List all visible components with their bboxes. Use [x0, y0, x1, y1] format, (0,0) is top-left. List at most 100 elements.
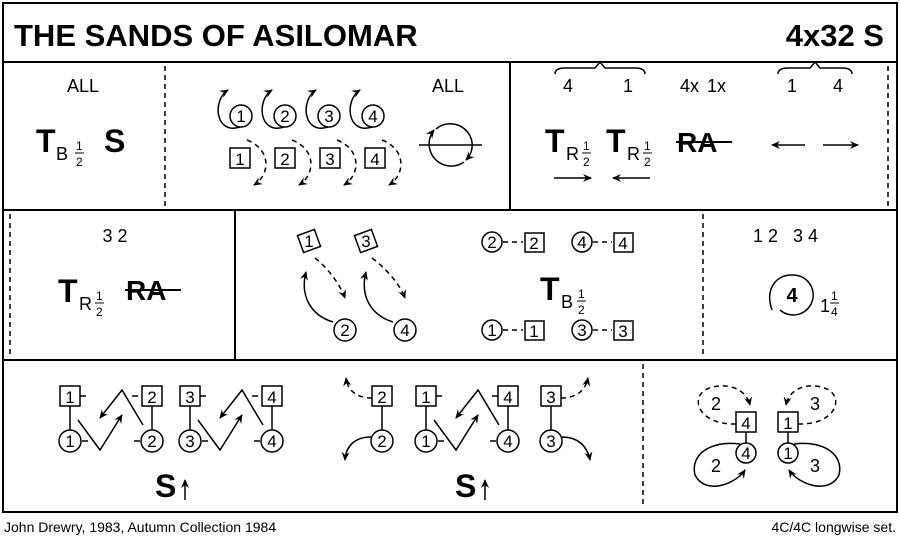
dance-title: THE SANDS OF ASILOMAR	[14, 18, 418, 53]
svg-text:2: 2	[377, 432, 386, 451]
svg-text:3: 3	[185, 432, 194, 451]
svg-text:4: 4	[503, 432, 512, 451]
dancer-woman: 4	[497, 385, 519, 407]
dancer-woman: 4	[735, 411, 757, 433]
dancer-woman: 2	[371, 385, 393, 407]
dancer-woman: 3	[179, 385, 201, 407]
dancer-man: 4	[735, 442, 757, 464]
svg-text:1: 1	[487, 321, 496, 340]
svg-text:4: 4	[368, 107, 377, 126]
dance-code: 4x32 S	[786, 18, 884, 53]
svg-text:4: 4	[741, 444, 750, 463]
fraction-den: 2	[644, 155, 651, 169]
dancer-number: 3	[810, 394, 820, 414]
fraction-den: 2	[76, 155, 83, 169]
svg-text:4: 4	[267, 432, 276, 451]
svg-text:3: 3	[185, 388, 194, 407]
footer-set-info: 4C/4C longwise set.	[771, 519, 896, 535]
figure-symbol: T	[58, 273, 78, 309]
dancer-man: 3	[178, 429, 202, 453]
pair: 2 2	[481, 231, 545, 253]
pair: 3 3	[571, 319, 634, 341]
turns-whole: 1	[820, 296, 830, 316]
dancer-number: 2	[711, 394, 721, 414]
figure-symbol: T	[36, 123, 56, 159]
bar7-cell: 1 2 3 4 1 2 3 4 S	[58, 385, 284, 504]
figure-sub: R	[566, 144, 579, 164]
dancer-woman: 3	[540, 385, 562, 407]
dancer-woman: 2	[274, 147, 296, 169]
bar6-cell: 1 2 3 4 4 1 1 4	[753, 226, 839, 319]
fraction-num: 1	[583, 139, 590, 153]
dancer-man: 1	[414, 429, 438, 453]
svg-text:4: 4	[741, 414, 750, 433]
dancer-number: 1	[623, 76, 633, 96]
dancer-man: 4	[361, 104, 385, 128]
fraction-num: 1	[76, 139, 83, 153]
bar1-cell: ALL T B 1 2 S	[36, 76, 125, 169]
svg-text:2: 2	[147, 388, 156, 407]
fraction-den: 2	[96, 305, 103, 319]
svg-text:1: 1	[65, 432, 74, 451]
pair: 1 1	[481, 319, 545, 341]
fraction-den: 2	[578, 303, 585, 317]
svg-text:1: 1	[236, 107, 245, 126]
group-brace	[554, 60, 646, 75]
figure-symbol: T	[545, 123, 565, 159]
svg-text:2: 2	[147, 432, 156, 451]
svg-text:4: 4	[370, 150, 379, 169]
figure-symbol: S	[455, 468, 476, 504]
svg-text:3: 3	[325, 150, 334, 169]
svg-text:1: 1	[304, 232, 313, 251]
svg-text:3: 3	[546, 388, 555, 407]
dancer-number: 3	[810, 456, 820, 476]
dancer-man: 1	[229, 104, 253, 128]
dancer-man: 2	[140, 429, 164, 453]
dancer-diamond: 3	[353, 228, 379, 254]
svg-text:4: 4	[267, 388, 276, 407]
dancer-woman: 4	[364, 147, 386, 169]
bar9-cell: 4 1 4 1 2 3 2 3	[693, 385, 841, 487]
dancer-man: 2	[333, 318, 357, 342]
fraction-num: 1	[578, 287, 585, 301]
figure-symbol: S	[104, 123, 125, 159]
figure-sub: R	[79, 294, 92, 314]
dancer-man: 2	[370, 429, 394, 453]
pair: 4 4	[571, 231, 634, 253]
footer-credit: John Drewry, 1983, Autumn Collection 198…	[4, 519, 276, 535]
dancer-woman: 2	[141, 385, 163, 407]
dancer-number: 1	[787, 76, 797, 96]
svg-text:3: 3	[361, 232, 370, 251]
dancer-woman: 1	[415, 385, 437, 407]
bar8-cell: 2 1 4 3 2 1 4 3 S	[341, 377, 593, 504]
dancer-woman: 1	[59, 385, 81, 407]
dancer-number: 4	[786, 285, 798, 307]
curved-arrows	[217, 89, 373, 129]
svg-text:2: 2	[529, 234, 538, 253]
svg-text:2: 2	[377, 388, 386, 407]
fraction-den: 2	[583, 155, 590, 169]
dancer-diamond: 1	[296, 228, 322, 254]
svg-text:1: 1	[65, 388, 74, 407]
bar5-cell: 1 3 2 4 2 2 4 4 T B 1 2 1 1 3 3	[296, 228, 634, 342]
figure-sub: B	[561, 292, 573, 312]
figure-sub: R	[627, 144, 640, 164]
fraction-num: 1	[644, 139, 651, 153]
figure-symbol: T	[540, 271, 560, 307]
svg-text:2: 2	[280, 150, 289, 169]
dancer-man: 1	[777, 442, 799, 464]
dashed-curved-arrows	[246, 139, 402, 186]
bar3-cell: 4 1 4x 1x 1 4 T R 1 2 T R 1 2 RA	[545, 60, 859, 182]
svg-text:3: 3	[546, 432, 555, 451]
turns-num: 1	[831, 289, 838, 303]
dancer-man: 3	[317, 104, 341, 128]
dancer-number: 2	[711, 456, 721, 476]
bar4-cell: 3 2 T R 1 2 RA	[58, 226, 181, 319]
dancer-man: 4	[496, 429, 520, 453]
svg-text:4: 4	[577, 233, 586, 252]
circle-figure-icon	[419, 122, 482, 167]
figure-symbol: S	[155, 468, 176, 504]
dancer-number: 4	[833, 76, 843, 96]
dancer-woman: 1	[777, 411, 799, 433]
dancer-woman: 4	[261, 385, 283, 407]
